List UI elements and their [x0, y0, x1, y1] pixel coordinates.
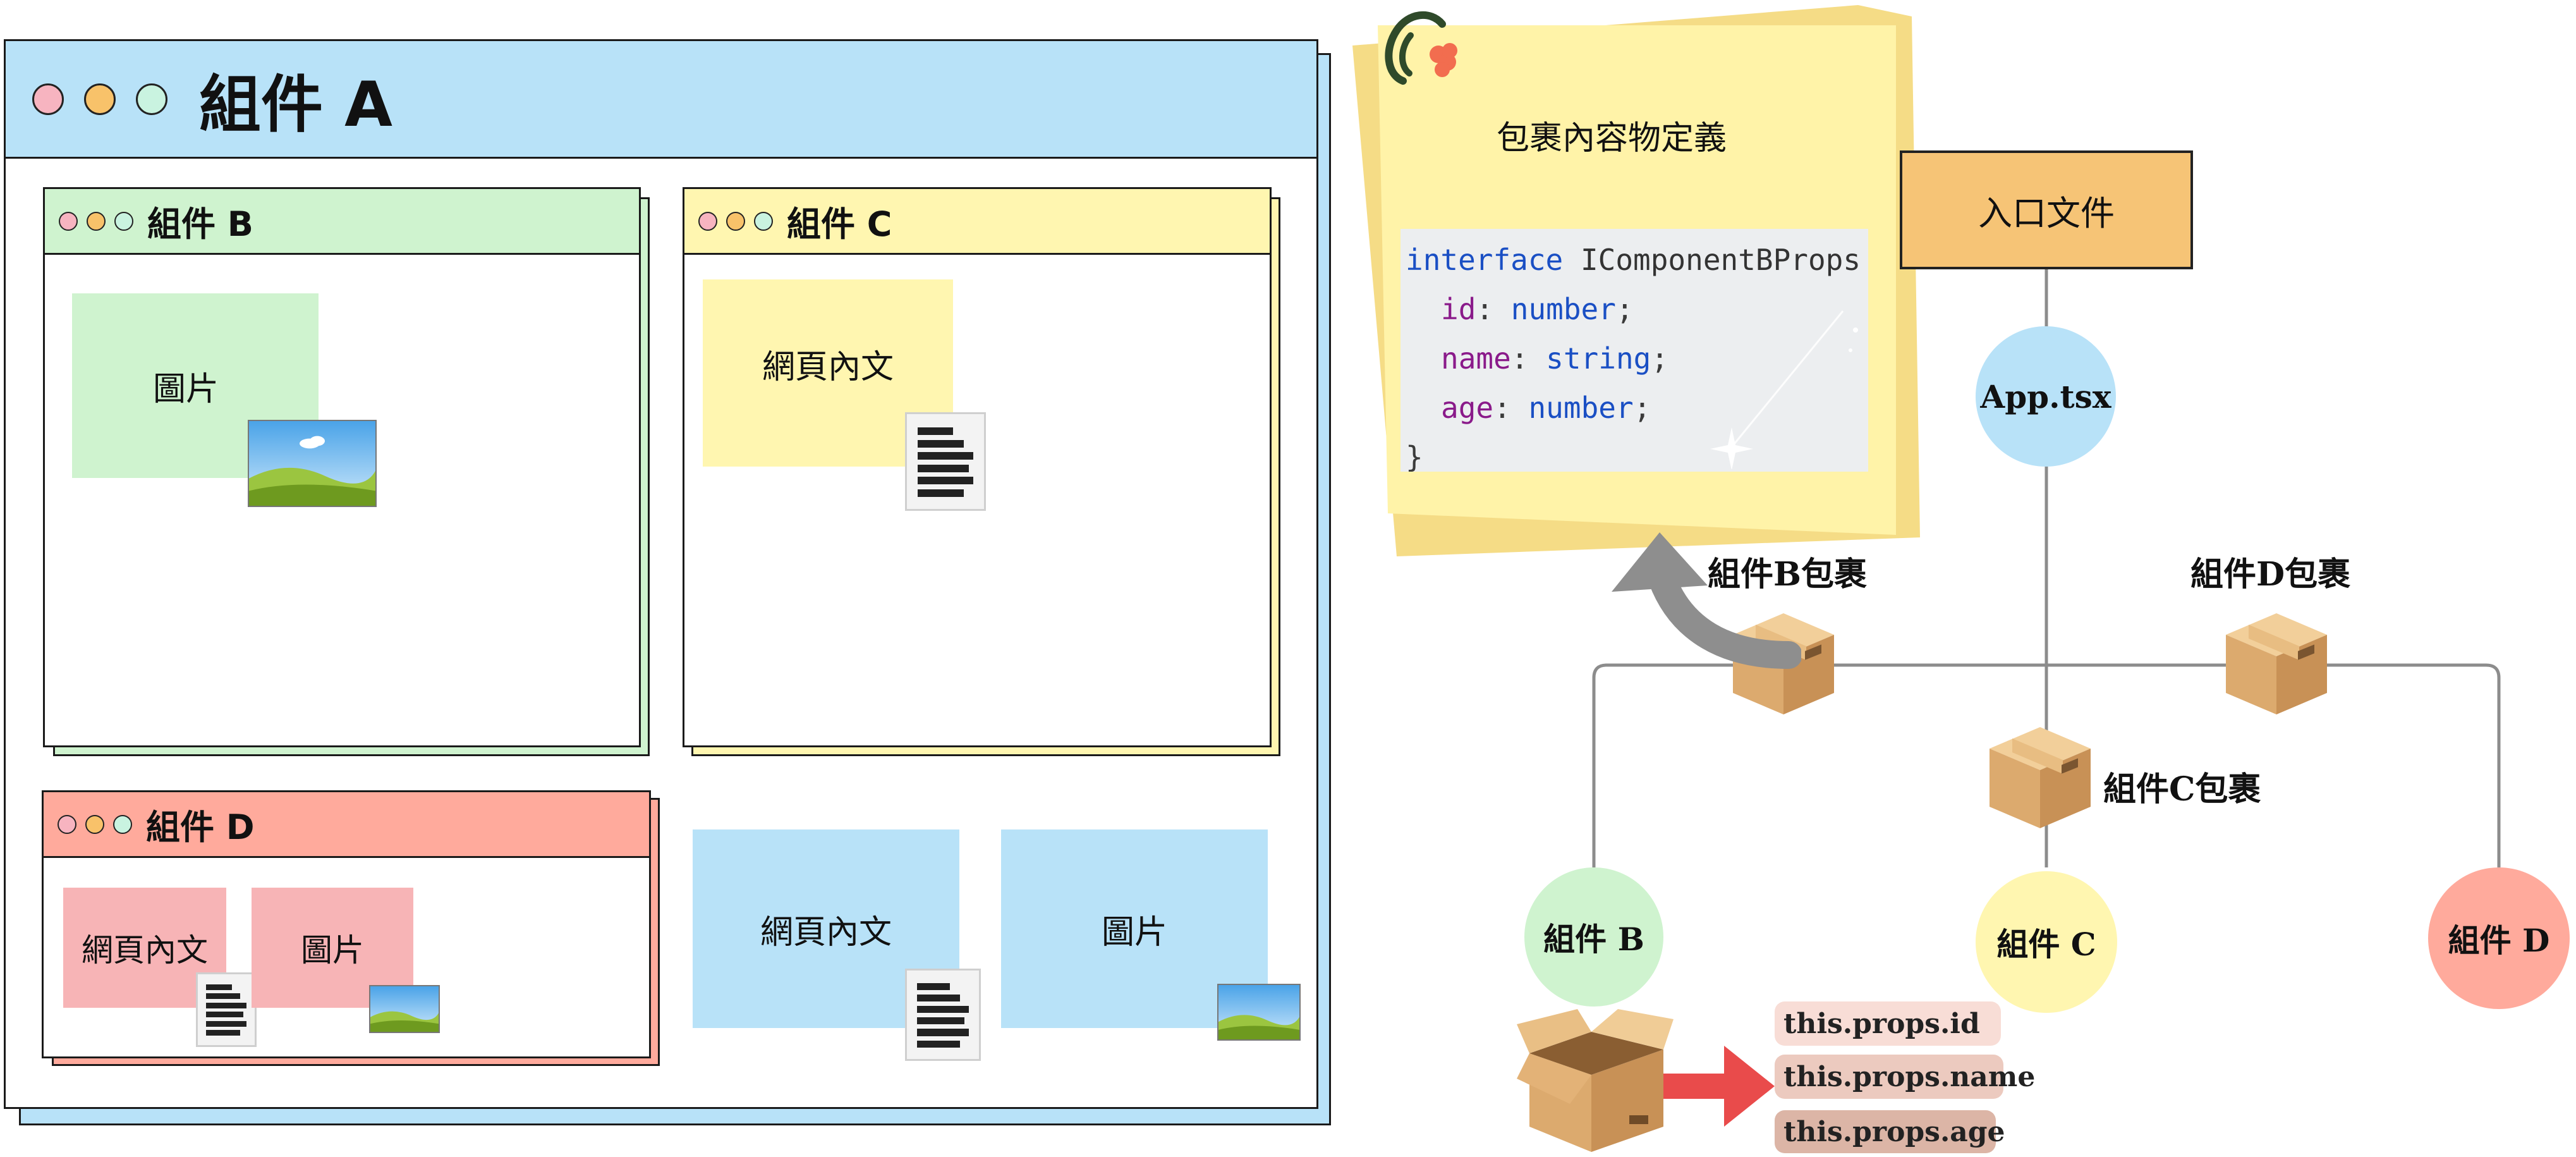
red-arrow-icon: [1663, 1046, 1775, 1127]
component-c-titlebar: 組件 C: [684, 189, 1270, 255]
code-line-3: name: string;: [1441, 341, 1669, 376]
prop-name: this.props.name: [1775, 1055, 2035, 1099]
component-b-title: 組件 B: [147, 204, 253, 244]
landscape-image-icon: [248, 420, 377, 507]
component-d-title: 組件 D: [146, 807, 255, 847]
sticky-note-title: 包裹內容物定義: [1497, 119, 1727, 157]
entry-file-box: 入口文件: [1900, 150, 2193, 269]
window-dot-red-icon: [58, 814, 76, 834]
component-d-image-card: 圖片: [252, 888, 413, 1008]
package-box-icon: [1990, 727, 2091, 828]
code-line-1: interface IComponentBProps: [1406, 235, 1868, 285]
code-prop-key: name: [1441, 341, 1511, 376]
curved-arrow-icon: [1612, 532, 1801, 669]
component-c-text-label: 網頁內文: [762, 348, 894, 386]
landscape-image-icon: [1217, 984, 1301, 1041]
component-d-text-card: 網頁內文: [63, 888, 226, 1008]
document-icon: [905, 969, 981, 1061]
node-component-b: 組件 B: [1524, 867, 1663, 1007]
sparkle-icon: [1710, 310, 1858, 469]
component-d-titlebar: 組件 D: [44, 792, 649, 858]
node-component-d: 組件 D: [2428, 867, 2570, 1009]
paperclip-icon: [1385, 11, 1457, 85]
code-prop-type: number: [1528, 391, 1634, 425]
package-d-label: 組件D包裹: [2190, 555, 2351, 594]
code-prop-key: age: [1441, 391, 1494, 425]
code-prop-type: string: [1546, 341, 1651, 376]
component-a-titlebar: 組件 A: [6, 41, 1316, 159]
window-dot-yellow-icon: [85, 814, 104, 834]
window-dot-yellow-icon: [84, 83, 116, 115]
entry-file-label: 入口文件: [1978, 193, 2115, 233]
component-d-text-label: 網頁內文: [82, 932, 208, 969]
code-line-5: }: [1406, 440, 1423, 472]
component-a-title: 組件 A: [199, 68, 392, 141]
window-dot-red-icon: [698, 211, 717, 231]
window-dot-green-icon: [114, 211, 133, 231]
window-dot-yellow-icon: [726, 211, 745, 231]
code-block: interface IComponentBProps id: number; n…: [1400, 229, 1868, 472]
package-c-label: 組件C包裹: [2103, 770, 2261, 809]
component-a-image-label: 圖片: [1101, 913, 1167, 952]
code-line-2: id: number;: [1441, 292, 1634, 326]
landscape-image-icon: [369, 985, 440, 1033]
window-dot-green-icon: [136, 83, 167, 115]
prop-id: this.props.id: [1775, 1001, 2001, 1046]
code-prop-type: number: [1510, 292, 1616, 326]
node-component-c-label: 組件 C: [1996, 926, 2096, 963]
component-d-image-label: 圖片: [301, 932, 364, 969]
app-node-label: App.tsx: [1980, 377, 2111, 415]
window-dot-red-icon: [59, 211, 78, 231]
window-dot-green-icon: [754, 211, 773, 231]
document-icon: [905, 412, 986, 511]
window-dot-red-icon: [32, 83, 64, 115]
package-box-icon: [2226, 613, 2327, 714]
open-box-icon: [1517, 1009, 1674, 1152]
app-node: App.tsx: [1976, 326, 2116, 467]
code-line-4: age: number;: [1441, 391, 1651, 425]
component-a-text-label: 網頁內文: [760, 913, 892, 952]
node-component-c: 組件 C: [1976, 871, 2117, 1013]
window-dot-green-icon: [113, 814, 132, 834]
code-interface-name: IComponentBProps: [1580, 243, 1861, 277]
component-b-titlebar: 組件 B: [45, 189, 639, 255]
package-b-label: 組件B包裹: [1708, 555, 1867, 594]
component-b-image-label: 圖片: [152, 370, 219, 408]
code-prop-key: id: [1441, 292, 1476, 326]
node-component-b-label: 組件 B: [1543, 921, 1644, 958]
node-component-d-label: 組件 D: [2448, 922, 2550, 959]
component-c-title: 組件 C: [787, 204, 892, 244]
window-dot-yellow-icon: [87, 211, 106, 231]
document-icon: [196, 972, 257, 1047]
prop-age: this.props.age: [1775, 1110, 2005, 1153]
code-keyword: interface: [1406, 243, 1564, 277]
